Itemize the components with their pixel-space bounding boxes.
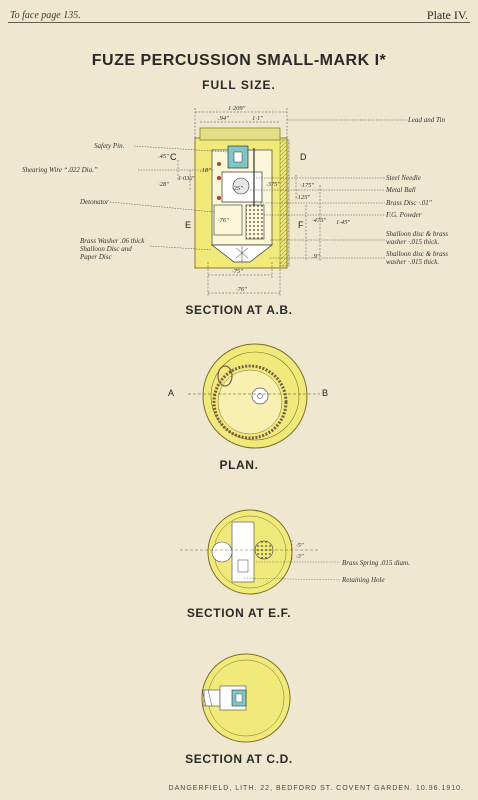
label-brass-spring: Brass Spring .015 diam. [342,559,410,567]
plan-drawing [188,343,320,449]
dim-45: .45″ [158,153,169,160]
ef-channel [231,521,255,583]
cd-pin-channel [203,689,221,707]
dim-9: .9″ [312,253,320,260]
dim-175: ·175″ [300,182,314,189]
label-brass-washer: Brass Washer .06 thick [80,237,145,245]
plan-twisted-wire [212,364,288,440]
section-ab-drawing [109,108,407,297]
ef-retaining-hole [237,559,249,573]
label-shalloon-disc: Shalloon Disc and [80,245,132,253]
dim-28: ·28″ [158,181,169,188]
dim-25: ·25″ [232,185,243,192]
section-cd-drawing [201,653,291,743]
plan-wire-inner [217,369,283,435]
label-steel-needle: Steel Needle [386,174,421,182]
label-shalloon-lower-2: washer ·.015 thick. [386,258,439,266]
caption-section-cd: SECTION AT C.D. [185,752,293,766]
dim-76-base: ·76″ [236,286,247,293]
label-shalloon-upper-2: washer ·.015 thick. [386,238,439,246]
dim-125: ·125″ [296,194,310,201]
label-shalloon-upper-1: Shalloon disc & brass [386,230,448,238]
red-mark [217,176,221,180]
label-retaining-hole: Retaining Hole [341,576,385,584]
plan-letter-b: B [322,388,328,398]
header-rule [8,22,470,23]
dim-ef-3: ·3″ [296,553,304,560]
plan-inner-rim [210,351,300,441]
plan-center-pin [257,393,263,399]
label-safety-pin: Safety Pin. [94,142,125,150]
lead-tin-cap [199,127,281,141]
plate-number: Plate IV. [426,8,468,22]
label-metal-ball: Metal Ball [385,186,416,194]
dim-ef-5: ·5″ [296,542,304,549]
cd-pellet-hole [235,693,243,703]
subtitle: FULL SIZE. [202,78,276,92]
dim-1209: 1·209″ [228,105,246,112]
dim-1032: 1·032″ [178,175,196,182]
fg-powder [245,204,265,240]
letter-f: F [298,220,304,230]
ef-side-hole [211,541,233,563]
dim-375: ·375″ [266,181,280,188]
dim-75: ·75″ [232,268,243,275]
plan-wire-loop [217,365,233,387]
label-paper-disc: Paper Disc [79,253,113,261]
section-ef-drawing [180,509,341,595]
label-shearing-wire: Shearing Wire “.022 Dia.” [22,166,98,174]
lithographer-imprint: DANGERFIELD, LITH. 22, BEDFORD ST. COVEN… [168,785,464,792]
caption-plan: PLAN. [219,458,259,472]
dim-76-inner: ·76″ [218,217,229,224]
main-title: FUZE PERCUSSION SMALL-MARK I* [91,52,387,69]
red-mark [217,162,221,166]
label-shalloon-lower-1: Shalloon disc & brass [386,250,448,258]
safety-pin-hole [233,151,243,163]
red-mark [217,196,221,200]
label-lead-tin: Lead and Tin [407,116,445,124]
letter-e: E [185,220,191,230]
label-fg-powder: F.G. Powder [385,211,422,219]
dim-145: 1·45″ [336,219,350,226]
plan-letter-a: A [168,388,174,398]
label-brass-disc: Brass Disc ·.01″ [386,199,432,207]
page-reference: To face page 135. [10,10,81,21]
dim-18: .18″ [200,167,211,174]
metal-ball [232,177,250,195]
caption-section-ab: SECTION AT A.B. [185,303,293,317]
label-detonator: Detonator [79,198,109,206]
letter-c: C [170,152,177,162]
caption-section-ef: SECTION AT E.F. [186,606,292,620]
letter-d: D [300,152,307,162]
detonator [213,204,243,236]
dim-475: ·475″ [312,217,326,224]
dim-11: 1·1″ [252,115,263,122]
dim-94: .94″ [218,115,229,122]
